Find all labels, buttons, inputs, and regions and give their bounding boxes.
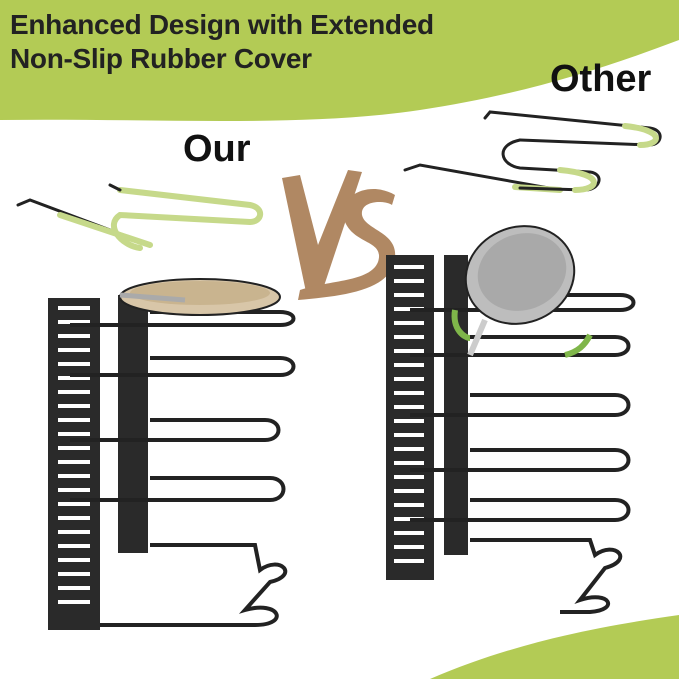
other-rack	[386, 225, 636, 614]
green-banner	[0, 0, 679, 121]
our-label: Our	[183, 128, 251, 170]
our-rack	[48, 278, 296, 630]
headline-line-2: Non-Slip Rubber Cover	[10, 43, 312, 74]
tilt-arrow-left-icon	[451, 309, 471, 341]
other-label: Other	[550, 58, 652, 100]
other-hook-diagram	[403, 110, 662, 193]
vs-mark	[282, 170, 396, 300]
headline-line-1: Enhanced Design with Extended	[10, 9, 434, 40]
tilt-arrow-right-icon	[564, 333, 593, 358]
our-hook-diagram	[16, 183, 264, 251]
green-corner	[430, 615, 679, 679]
headline: Enhanced Design with Extended Non-Slip R…	[10, 8, 434, 76]
